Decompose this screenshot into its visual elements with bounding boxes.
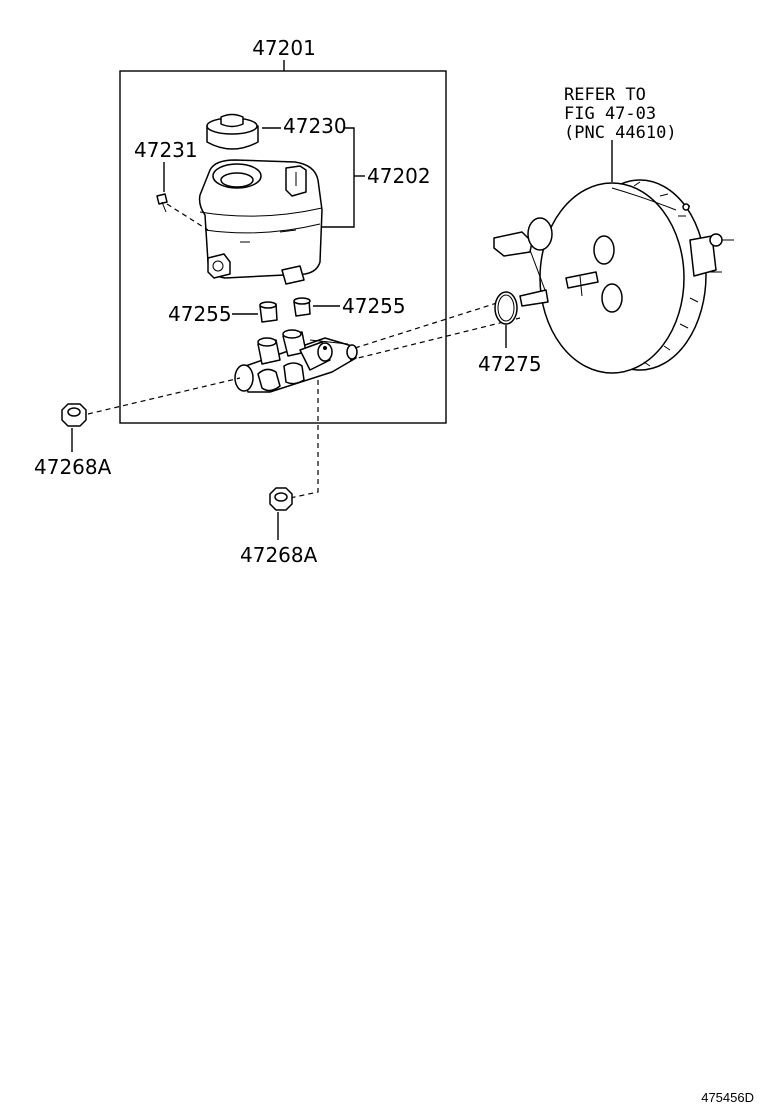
label-reservoir: 47202 bbox=[367, 164, 431, 188]
refer-note-line3: (PNC 44610) bbox=[564, 123, 677, 143]
reservoir-pin bbox=[156, 193, 168, 213]
label-reservoir-cap: 47230 bbox=[283, 114, 347, 138]
nut-left bbox=[61, 403, 87, 427]
label-oring: 47275 bbox=[478, 352, 542, 376]
reservoir-cap bbox=[206, 113, 259, 150]
reservoir bbox=[198, 159, 323, 285]
oring bbox=[494, 291, 518, 325]
refer-note-line1: REFER TO bbox=[564, 85, 646, 105]
assembly-label: 47201 bbox=[252, 36, 316, 60]
label-grommet-right: 47255 bbox=[342, 294, 406, 318]
master-cylinder bbox=[234, 329, 358, 393]
figure-code: 475456D bbox=[701, 1090, 754, 1105]
brake-booster bbox=[493, 179, 734, 374]
label-nut-left: 47268A bbox=[34, 455, 112, 479]
label-grommet-left: 47255 bbox=[168, 302, 232, 326]
label-reservoir-pin: 47231 bbox=[134, 138, 198, 162]
nut-bottom bbox=[269, 487, 293, 511]
grommet-left bbox=[259, 301, 278, 323]
refer-note-line2: FIG 47-03 bbox=[564, 104, 656, 124]
label-nut-bottom: 47268A bbox=[240, 543, 318, 567]
grommet-right bbox=[293, 297, 311, 317]
assembly-box bbox=[119, 60, 447, 424]
